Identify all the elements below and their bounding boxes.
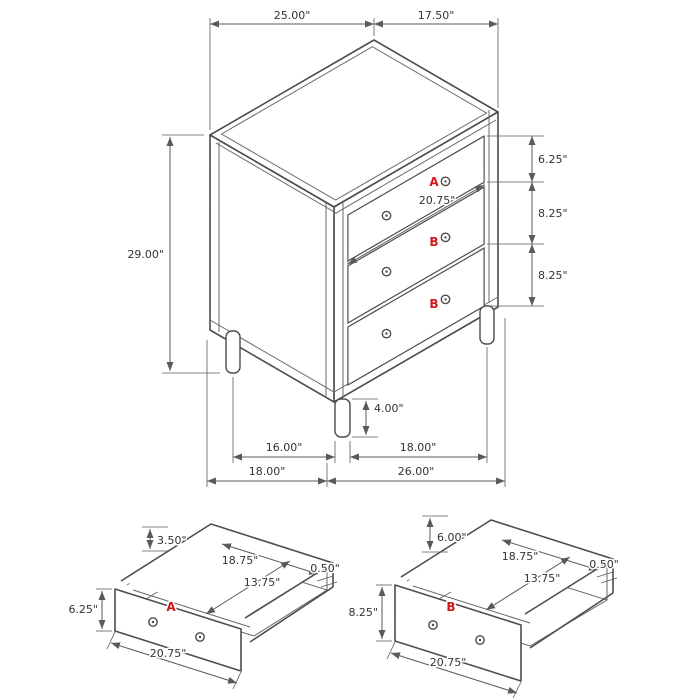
knob-dot (385, 214, 388, 217)
ext-line (600, 577, 618, 584)
ext-line (596, 571, 614, 578)
knob-dot (198, 635, 202, 639)
dim-drawer-a-height: 6.25" (538, 153, 568, 166)
dim-b-box-height: 6.00" (437, 531, 467, 544)
chest-leg-back-left (225, 330, 241, 374)
drawer-a-front-inner-edge (132, 589, 251, 628)
knob-dot (151, 620, 155, 624)
dim-a-wall-thickness: 0.50" (310, 562, 340, 575)
ext-line (320, 581, 338, 588)
dim-leg-span-side: 16.00" (266, 441, 303, 454)
chest-left-face (209, 134, 335, 403)
dim-b-interior-width: 18.75" (502, 550, 539, 563)
dim-top-depth: 17.50" (418, 9, 455, 22)
drawer-b2-letter: B (429, 297, 438, 311)
drawer-b2-front (347, 247, 485, 387)
dim-line-a-interior-depth (205, 560, 291, 615)
dim-b-front-height: 8.25" (348, 606, 378, 619)
dim-a-front-width: 20.75" (150, 647, 187, 660)
knob-dot (385, 332, 388, 335)
drawer-a-detail-letter: A (166, 600, 176, 614)
ext-line (106, 631, 116, 650)
drawer-a-bottom-right-edge (249, 586, 334, 643)
chest-top-slab-edge (215, 119, 497, 214)
ext-line (512, 681, 522, 699)
dim-b-wall-thickness: 0.50" (589, 558, 619, 571)
dim-line-a-front-width (110, 642, 238, 684)
dim-leg-height: 4.00" (374, 402, 404, 415)
dim-top-width: 25.00" (274, 9, 311, 22)
ext-line (232, 671, 242, 690)
dim-line-b-interior-depth (485, 556, 571, 611)
dim-line-a-interior-width (221, 543, 319, 575)
dim-a-interior-depth: 13.75" (244, 576, 281, 589)
drawer-b1-letter: B (429, 235, 438, 249)
dim-a-front-height: 6.25" (68, 603, 98, 616)
dim-line-drawer-front-width (347, 184, 485, 265)
knob-dot (385, 270, 388, 273)
drawer-a-letter: A (429, 175, 439, 189)
chest-isometric-view: A B B (209, 39, 499, 438)
knob-dot (444, 236, 447, 239)
dim-overall-depth: 18.00" (249, 465, 286, 478)
dim-drawer-b1-height: 8.25" (538, 207, 568, 220)
dim-overall-height: 29.00" (127, 248, 164, 261)
dim-line-b-front-width (390, 652, 518, 694)
chest-dimensions: 25.00" 17.50" 29.00" 6.25" 8.25" 8.25" 2… (126, 8, 569, 487)
dim-drawer-front-width: 20.75" (419, 194, 456, 207)
ext-line (386, 641, 396, 660)
drawer-b-bottom-right-edge (529, 592, 614, 649)
drawer-b-detail-view: B 6.00" 18.75" 0.50" 8.25" 13.75" 20.75" (347, 515, 620, 699)
chest-leg-front-left (334, 398, 351, 438)
chest-leg-front-right (479, 305, 495, 345)
chest-top-inner-outline (220, 46, 488, 201)
drawer-b-detail-letter: B (446, 600, 455, 614)
dim-drawer-b2-height: 8.25" (538, 269, 568, 282)
knob-dot (444, 298, 447, 301)
knob-dot (444, 180, 447, 183)
dim-overall-width: 26.00" (398, 465, 435, 478)
dim-a-interior-width: 18.75" (222, 554, 259, 567)
dim-b-front-width: 20.75" (430, 656, 467, 669)
drawer-b-front-inner-edge (412, 585, 531, 624)
drawer-a-detail-view: A 3.50" 18.75" 0.50" 6.25" 13.75" 20.75" (67, 523, 341, 690)
dim-line-b-interior-width (501, 539, 599, 571)
knob-dot (478, 638, 482, 642)
knob-dot (431, 623, 435, 627)
ext-line (316, 575, 334, 582)
dim-a-box-height: 3.50" (157, 534, 187, 547)
dim-leg-span-front: 18.00" (400, 441, 437, 454)
dim-b-interior-depth: 13.75" (524, 572, 561, 585)
